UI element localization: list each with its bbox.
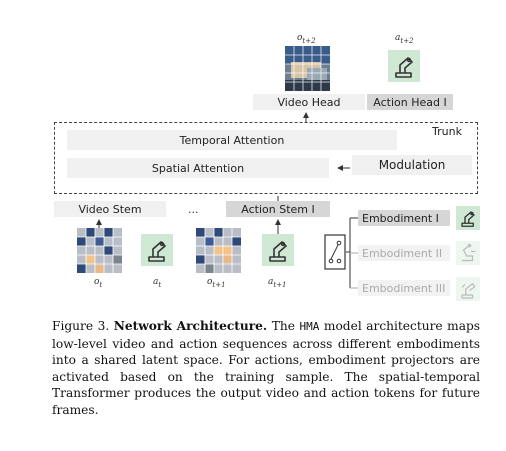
- output-robot-arm-icon: [388, 50, 420, 82]
- modulation: Modulation: [352, 155, 472, 175]
- figure-caption: Figure 3. Network Architecture. The HMA …: [52, 318, 480, 419]
- action-head: Action Head I: [367, 94, 453, 110]
- input-label-o-t-plus-1: ot+1: [207, 277, 226, 289]
- output-observation-label: ot+2: [297, 33, 316, 45]
- action-stem: Action Stem I: [226, 201, 330, 217]
- output-action-label: at+2: [395, 33, 414, 45]
- temporal-attention: Temporal Attention: [67, 130, 397, 150]
- stem-ellipsis: ...: [188, 203, 199, 216]
- input-robot-arm-icon-t: [141, 234, 173, 266]
- input-label-a-t-plus-1: at+1: [268, 277, 287, 289]
- figure-title: Network Architecture.: [113, 319, 268, 333]
- embodiment-1-robot-arm-icon: [456, 206, 480, 230]
- spatial-attention: Spatial Attention: [67, 158, 329, 178]
- embodiment-2-robot-icon: [456, 241, 480, 265]
- input-robot-arm-icon-t-plus-1: [262, 234, 294, 266]
- trunk-container: [54, 122, 478, 194]
- model-name: HMA: [299, 320, 320, 333]
- embodiment-3-robot-icon: [456, 277, 480, 301]
- embodiment-2: Embodiment II: [358, 245, 450, 261]
- input-video-frame-t: [77, 228, 122, 273]
- input-video-frame-t-plus-1: [196, 228, 241, 273]
- caption-text-after-model: model architecture maps low-level video …: [52, 319, 481, 417]
- video-head: Video Head: [253, 94, 365, 110]
- embodiment-1: Embodiment I: [358, 210, 450, 226]
- trunk-label: Trunk: [432, 125, 462, 138]
- video-stem: Video Stem: [54, 201, 166, 217]
- switch-icon: [324, 234, 346, 270]
- output-video-frame: [285, 46, 330, 91]
- input-label-o-t: ot: [94, 277, 103, 289]
- input-label-a-t: at: [153, 277, 162, 289]
- caption-text-before-model: The: [271, 319, 295, 333]
- figure-label: Figure 3.: [52, 319, 110, 333]
- embodiment-3: Embodiment III: [358, 280, 450, 296]
